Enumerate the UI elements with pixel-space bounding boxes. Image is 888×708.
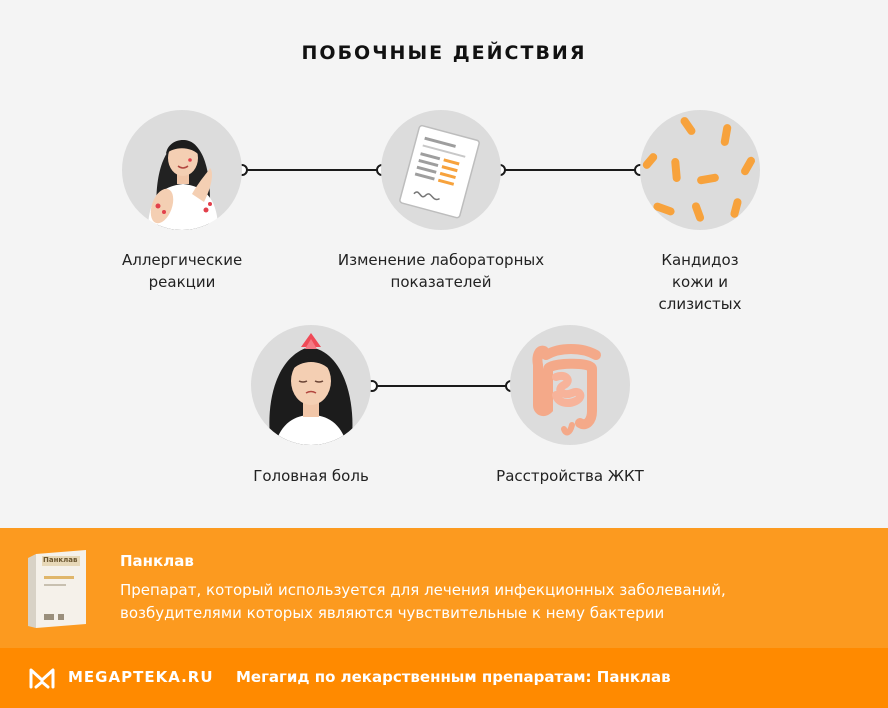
product-box-image: Панклав: [28, 548, 90, 630]
product-name: Панклав: [120, 552, 194, 570]
product-promo: Панклав Панклав Препарат, который исполь…: [0, 528, 888, 648]
lab-report-icon: [381, 110, 501, 230]
connector-line: [242, 169, 382, 171]
effect-label-headache: Головная боль: [253, 467, 369, 485]
footer-bar: MEGAPTEKA.RU Мегагид по лекарственным пр…: [0, 648, 888, 708]
allergy-woman-icon: [122, 110, 242, 230]
effect-label-candida: Кандидоз кожи и слизистых: [658, 251, 742, 313]
effect-label-lab: Изменение лабораторных показателей: [337, 251, 545, 291]
product-box-label: Панклав: [43, 556, 78, 564]
product-description: Препарат, который используется для лечен…: [120, 581, 726, 622]
brand-name[interactable]: MEGAPTEKA.RU: [68, 668, 214, 686]
page-title: ПОБОЧНЫЕ ДЕЙСТВИЯ: [301, 42, 587, 64]
effect-label-gi: Расстройства ЖКТ: [496, 467, 644, 485]
footer-caption: Мегагид по лекарственным препаратам: Пан…: [236, 668, 671, 686]
connector-line: [500, 169, 640, 171]
connector-line: [372, 385, 512, 387]
effect-label-allergy: Аллергические реакции: [122, 251, 243, 291]
candida-icon: [640, 110, 760, 230]
headache-woman-icon: [251, 325, 371, 445]
intestine-icon: [510, 325, 630, 445]
megapteka-logo-icon[interactable]: [28, 666, 56, 690]
